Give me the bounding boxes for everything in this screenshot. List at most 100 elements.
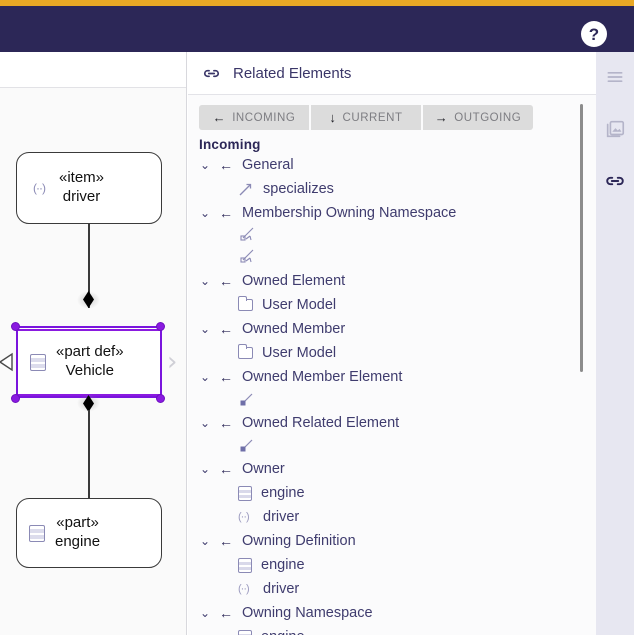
feature-membership-icon	[240, 437, 258, 456]
tree-group-membership-owning-namespace[interactable]: ⌄ ← Membership Owning Namespace	[188, 201, 596, 225]
expand-left-arrow-icon[interactable]	[0, 351, 15, 373]
membership-icon	[240, 226, 260, 246]
arrow-right-icon: →	[434, 110, 449, 125]
tree-item-label: specializes	[263, 180, 334, 197]
tree-item-label: driver	[263, 580, 300, 597]
selection-handle-tr[interactable]	[156, 322, 165, 331]
link-icon[interactable]	[602, 168, 628, 194]
tree-item-user-model[interactable]: User Model	[188, 341, 596, 365]
node-keyword: «part»	[56, 514, 99, 532]
tree-item-feature-membership[interactable]	[188, 435, 596, 457]
arrow-left-icon: ←	[219, 321, 233, 337]
arrow-down-icon: ↓	[329, 110, 337, 125]
tree-item-driver[interactable]: (··) driver	[188, 577, 596, 601]
direction-toggle-group[interactable]: ← INCOMING ↓ CURRENT → OUTGOING	[199, 105, 533, 130]
tree-item-label: engine	[261, 556, 305, 573]
tree-group-label: Owned Member Element	[242, 368, 403, 385]
tree-item-engine[interactable]: engine	[188, 625, 596, 635]
item-icon: (··)	[238, 582, 250, 595]
tree-group-label: Owned Related Element	[242, 414, 400, 431]
chevron-down-icon[interactable]: ⌄	[200, 416, 211, 430]
chevron-down-icon[interactable]: ⌄	[200, 534, 211, 548]
tree-group-owned-related-element[interactable]: ⌄ ← Owned Related Element	[188, 411, 596, 435]
incoming-label: INCOMING	[232, 111, 296, 124]
current-button[interactable]: ↓ CURRENT	[311, 105, 421, 130]
tree-item-specializes[interactable]: specializes	[188, 177, 596, 201]
arrow-left-icon: ←	[219, 205, 233, 221]
incoming-button[interactable]: ← INCOMING	[199, 105, 309, 130]
folder-icon	[237, 344, 253, 359]
membership-icon	[240, 248, 260, 268]
related-elements-tree[interactable]: ⌄ ← General specializes ⌄ ← Membership O…	[188, 153, 596, 635]
tree-item-engine[interactable]: engine	[188, 481, 596, 505]
feature-membership-icon	[240, 391, 258, 410]
chevron-down-icon[interactable]: ⌄	[200, 206, 211, 220]
tree-item-driver[interactable]: (··) driver	[188, 505, 596, 529]
right-rail	[596, 52, 634, 635]
arrow-left-icon: ←	[219, 461, 233, 477]
chevron-down-icon[interactable]: ⌄	[200, 322, 211, 336]
arrow-left-icon: ←	[212, 110, 227, 125]
diagram-node-vehicle[interactable]: «part def» Vehicle	[16, 326, 162, 398]
tree-group-owned-element[interactable]: ⌄ ← Owned Element	[188, 269, 596, 293]
tree-group-label: Owning Namespace	[242, 604, 373, 621]
tree-group-owning-definition[interactable]: ⌄ ← Owning Definition	[188, 529, 596, 553]
tree-group-owner[interactable]: ⌄ ← Owner	[188, 457, 596, 481]
related-elements-header: Related Elements	[188, 52, 596, 95]
tree-item-feature-membership[interactable]	[188, 389, 596, 411]
gallery-icon[interactable]	[602, 116, 628, 142]
chevron-down-icon[interactable]: ⌄	[200, 370, 211, 384]
link-icon	[202, 64, 221, 83]
composition-diamond-top	[83, 291, 94, 308]
arrow-left-icon: ←	[219, 415, 233, 431]
selection-handle-br[interactable]	[156, 394, 165, 403]
tree-item-engine[interactable]: engine	[188, 553, 596, 577]
chevron-down-icon[interactable]: ⌄	[200, 274, 211, 288]
chevron-down-icon[interactable]: ⌄	[200, 606, 211, 620]
node-keyword: «part def»	[56, 343, 124, 361]
tree-item-membership[interactable]	[188, 225, 596, 247]
diagram-node-driver[interactable]: (··) «item» driver	[16, 152, 162, 224]
node-keyword: «item»	[59, 169, 105, 187]
arrow-left-icon: ←	[219, 533, 233, 549]
chevron-down-icon[interactable]: ⌄	[200, 158, 211, 172]
tree-item-label: engine	[261, 484, 305, 501]
menu-icon[interactable]	[602, 64, 628, 90]
tree-item-label: engine	[261, 630, 305, 635]
arrow-left-icon: ←	[219, 605, 233, 621]
current-label: CURRENT	[342, 111, 403, 124]
item-icon: (··)	[33, 181, 46, 195]
diagram-panel[interactable]: (··) «item» driver «part def» Vehicle	[0, 52, 187, 635]
diagram-toolbar	[0, 52, 186, 88]
outgoing-label: OUTGOING	[454, 111, 522, 124]
tree-group-owned-member[interactable]: ⌄ ← Owned Member	[188, 317, 596, 341]
tree-item-label: driver	[263, 508, 300, 525]
selection-bar-bottom	[18, 394, 160, 396]
diagram-node-engine[interactable]: «part» engine	[16, 498, 162, 568]
tree-group-general[interactable]: ⌄ ← General	[188, 153, 596, 177]
chevron-down-icon[interactable]: ⌄	[200, 462, 211, 476]
tree-scrollbar[interactable]	[580, 104, 583, 372]
arrow-left-icon: ←	[219, 157, 233, 173]
item-icon: (··)	[238, 510, 250, 523]
specializes-icon	[238, 182, 254, 197]
selection-handle-bl[interactable]	[11, 394, 20, 403]
node-name: driver	[62, 188, 101, 205]
tree-item-membership[interactable]	[188, 247, 596, 269]
diagram-canvas[interactable]: (··) «item» driver «part def» Vehicle	[0, 88, 186, 635]
tree-group-owning-namespace[interactable]: ⌄ ← Owning Namespace	[188, 601, 596, 625]
tree-group-label: Owning Definition	[242, 532, 356, 549]
part-icon	[30, 353, 46, 371]
part-icon	[238, 557, 252, 573]
outgoing-button[interactable]: → OUTGOING	[423, 105, 533, 130]
selection-handle-tl[interactable]	[11, 322, 20, 331]
expand-right-chevron-icon[interactable]: ›	[167, 347, 178, 377]
help-button[interactable]: ?	[581, 21, 607, 47]
folder-icon	[237, 296, 253, 311]
arrow-left-icon: ←	[219, 369, 233, 385]
selection-bar-top	[18, 329, 160, 331]
tree-group-owned-member-element[interactable]: ⌄ ← Owned Member Element	[188, 365, 596, 389]
part-icon	[238, 629, 252, 635]
tree-item-user-model[interactable]: User Model	[188, 293, 596, 317]
